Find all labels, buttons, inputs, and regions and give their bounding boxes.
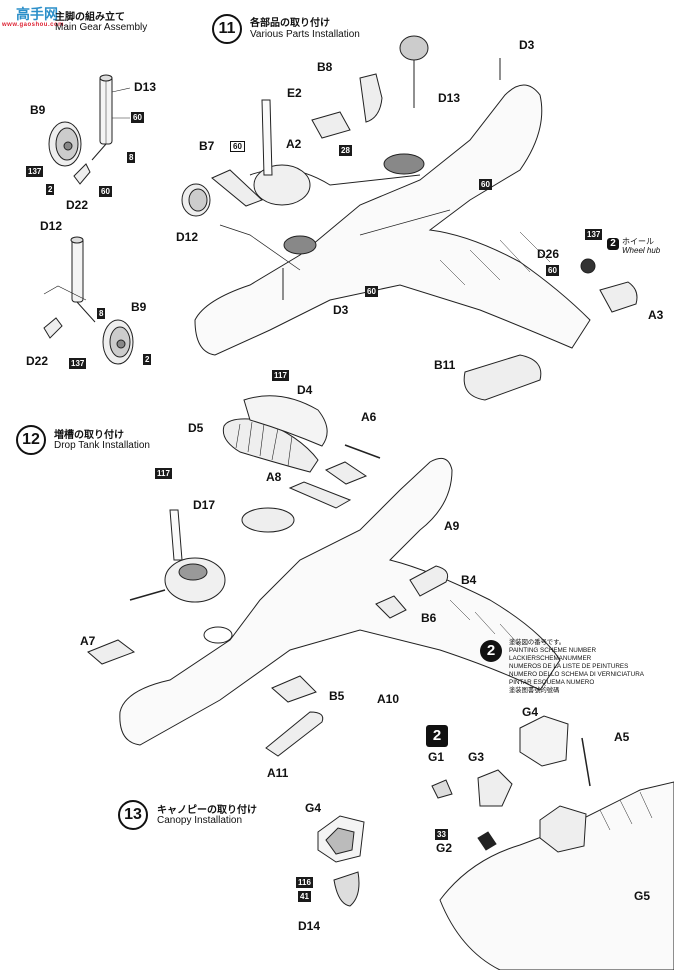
part-label: D17: [193, 498, 216, 512]
part-label: D12: [176, 230, 199, 244]
color-callout: 28: [339, 145, 352, 156]
color-callout: 60: [479, 179, 492, 190]
wheel-hub-color: 2: [607, 238, 619, 250]
part-label: B9: [30, 103, 46, 117]
color-callout: 60: [99, 186, 112, 197]
color-callout: 60: [546, 265, 559, 276]
part-label: D3: [333, 303, 349, 317]
part-label: D13: [134, 80, 157, 94]
part-label: A3: [648, 308, 664, 322]
part-label: B5: [329, 689, 345, 703]
color-callout: 41: [298, 891, 311, 902]
part-label: D12: [40, 219, 63, 233]
step13-canopy-drawing: [317, 815, 365, 907]
color-callout: 33: [435, 829, 448, 840]
part-label: D3: [519, 38, 535, 52]
part-label: D26: [537, 247, 560, 261]
main-gear-title-jp: 主脚の組み立て: [55, 12, 125, 23]
main-gear-title-en: Main Gear Assembly: [55, 22, 148, 33]
color-callout: 117: [272, 370, 289, 381]
step12-number: 12: [16, 425, 46, 455]
part-label: A2: [286, 137, 302, 151]
part-label: G5: [634, 889, 651, 903]
part-label: D22: [66, 198, 89, 212]
part-label: D5: [188, 421, 204, 435]
part-label: B11: [434, 358, 456, 372]
painting-scheme-line: LACKIERSCHEMANUMMER: [509, 655, 592, 662]
color-callout: 8: [97, 308, 106, 319]
main-gear-upper-drawing: [48, 74, 131, 185]
color-callout: 8: [127, 152, 136, 163]
color-callout: 2: [46, 184, 55, 195]
color-callout: 60: [365, 286, 378, 297]
step11-title-en: Various Parts Installation: [250, 29, 360, 40]
step12-aircraft-drawing: [87, 395, 561, 757]
color-callout: 60: [230, 141, 245, 152]
step13-number: 13: [118, 800, 148, 830]
painting-scheme-line: 塗装图書號的號碼: [509, 687, 560, 694]
step11-aircraft-drawing: [181, 35, 638, 401]
site-watermark: 高手网 www.gaoshou.com: [2, 4, 72, 30]
step11-number: 11: [212, 14, 242, 44]
part-label: A9: [444, 519, 460, 533]
step12-title-jp: 増槽の取り付け: [54, 430, 124, 441]
part-label: B6: [421, 611, 437, 625]
part-label: A10: [377, 692, 400, 706]
step12-title-en: Drop Tank Installation: [54, 440, 150, 451]
part-label: G4: [522, 705, 539, 719]
wheel-hub-en: Wheel hub: [622, 246, 661, 255]
step13-title-jp: キャノピーの取り付け: [157, 805, 257, 816]
part-label: A5: [614, 730, 630, 744]
part-label: E2: [287, 86, 302, 100]
part-label: A6: [361, 410, 377, 424]
painting-scheme-line: 塗装図の番号です。: [509, 639, 566, 646]
color-callout: 116: [296, 877, 313, 888]
painting-scheme-line: NUMEROS DE LA LISTE DE PEINTURES: [509, 663, 629, 670]
part-label: A8: [266, 470, 282, 484]
painting-scheme-line: PINTAR ESQUEMA NUMERO: [509, 679, 595, 686]
part-label: D22: [26, 354, 49, 368]
part-label: A7: [80, 634, 96, 648]
color-callout: 137: [26, 166, 44, 177]
watermark-url: www.gaoshou.com: [2, 22, 64, 28]
color-callout: 137: [585, 229, 603, 240]
step13-title-en: Canopy Installation: [157, 815, 243, 826]
watermark-text: 高手网: [16, 7, 58, 23]
color-callout: 60: [131, 112, 144, 123]
part-label: B7: [199, 139, 215, 153]
painting-scheme-line: PAINTING SCHEME NUMBER: [509, 647, 596, 654]
step11-title-jp: 各部品の取り付け: [250, 18, 330, 29]
painting-scheme-marker: 2: [480, 640, 502, 662]
part-label: D13: [438, 91, 461, 105]
color-callout: 117: [155, 468, 172, 479]
part-label: G1: [428, 750, 445, 764]
part-label: B8: [317, 60, 333, 74]
color-callout: 2: [143, 354, 152, 365]
part-label: B9: [131, 300, 147, 314]
part-label: G4: [305, 801, 322, 815]
wheel-hub-jp: ホイール: [622, 237, 654, 246]
cockpit-detail-drawing: [431, 715, 674, 970]
painting-scheme-line: NUMERO DELLO SCHEMA DI VERNICIATURA: [509, 671, 644, 678]
part-label: D4: [297, 383, 313, 397]
part-label: G3: [468, 750, 485, 764]
cockpit-scheme-marker: 2: [426, 725, 448, 747]
part-label: A11: [267, 766, 289, 780]
main-gear-lower-drawing: [43, 236, 134, 365]
part-label: B4: [461, 573, 477, 587]
part-label: D14: [298, 919, 321, 933]
color-callout: 137: [69, 358, 87, 369]
part-label: G2: [436, 841, 453, 855]
